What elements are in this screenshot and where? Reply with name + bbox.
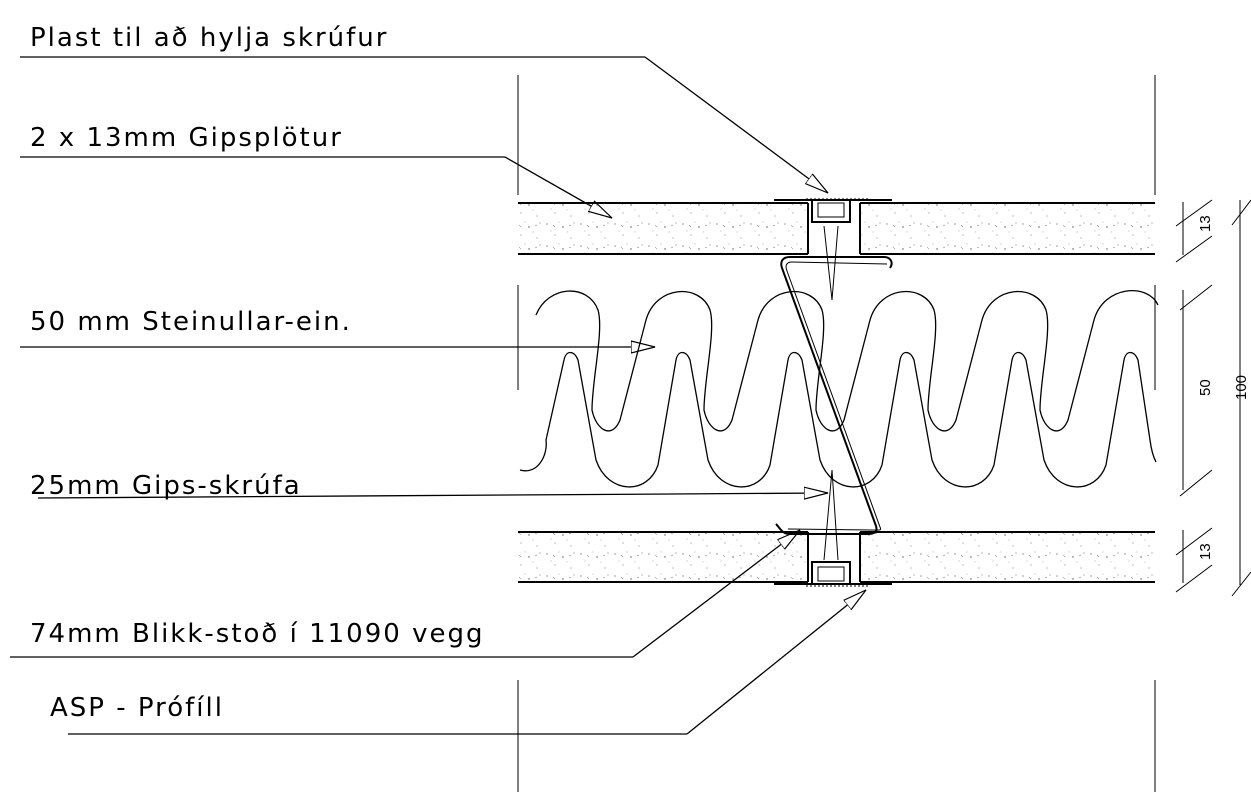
asp-profile-top <box>774 198 892 223</box>
dimension-chain <box>1175 199 1251 597</box>
dim-total: 100 <box>1233 375 1250 400</box>
dim-insulation: 50 <box>1197 379 1214 396</box>
label-steel-stud: 74mm Blikk-stoð í 11090 vegg <box>30 619 484 649</box>
steel-stud <box>775 256 893 535</box>
screw-top <box>823 225 839 301</box>
bottom-gypsum-board <box>518 531 1155 583</box>
label-plastic-cover: Plast til að hylja skrúfur <box>30 23 388 53</box>
asp-profile-bottom <box>774 561 892 587</box>
top-gypsum-board <box>518 202 1155 255</box>
leader-asp-profile <box>68 590 866 735</box>
mineral-wool-insulation <box>519 290 1159 488</box>
dim-bottom-board: 13 <box>1197 543 1214 560</box>
dim-top-board: 13 <box>1197 215 1214 232</box>
section-break-lines <box>517 75 1156 792</box>
leader-plastic-cover <box>20 56 828 193</box>
label-asp-profile: ASP - Prófíll <box>50 693 224 723</box>
label-gypsum-boards: 2 x 13mm Gipsplötur <box>30 123 343 153</box>
screw-bottom <box>823 469 839 561</box>
leader-gypsum-screw <box>37 493 828 498</box>
label-mineral-wool: 50 mm Steinullar-ein. <box>30 307 352 337</box>
